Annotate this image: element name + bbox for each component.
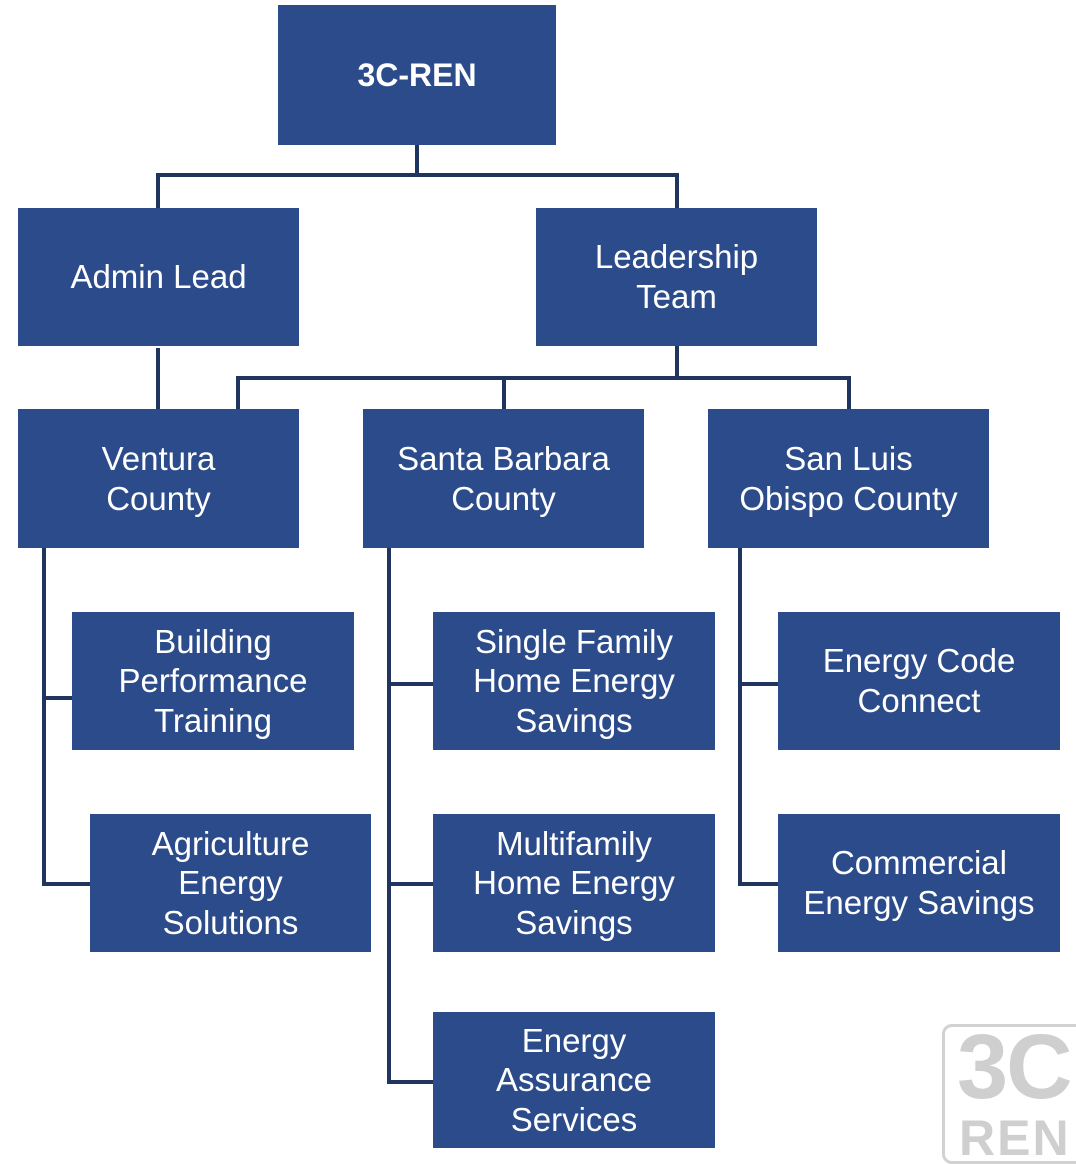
node-agriculture-energy-solutions: Agriculture Energy Solutions bbox=[90, 814, 371, 952]
node-multifamily-home-energy-savings: Multifamily Home Energy Savings bbox=[433, 814, 715, 952]
node-label-line: County bbox=[106, 479, 211, 517]
node-label-line: Commercial bbox=[830, 844, 1007, 882]
node-label-line: Performance bbox=[118, 662, 308, 700]
node-label-line: Solutions bbox=[162, 903, 299, 941]
node-label-line: Savings bbox=[515, 903, 633, 941]
node-label-line: Admin Lead bbox=[70, 258, 247, 296]
node-energy-assurance-services: Energy Assurance Services bbox=[433, 1012, 715, 1148]
node-label-line: Team bbox=[636, 278, 717, 315]
node-label-line: San Luis bbox=[784, 439, 913, 477]
node-label-line: Energy bbox=[178, 864, 283, 902]
connector-slo-programs bbox=[738, 546, 780, 886]
node-san-luis-obispo-county: San Luis Obispo County bbox=[708, 409, 989, 548]
node-3c-ren: 3C-REN bbox=[278, 5, 556, 145]
3c-ren-logo-watermark: 3C REN bbox=[942, 1024, 1076, 1164]
node-santa-barbara-county: Santa Barbara County bbox=[363, 409, 644, 548]
node-label-line: Training bbox=[153, 701, 272, 739]
connector-santa-barbara-programs bbox=[387, 546, 435, 1084]
node-label-line: Building bbox=[154, 622, 272, 660]
node-label-line: Ventura bbox=[101, 439, 216, 477]
logo-text-3c: 3C bbox=[957, 1024, 1073, 1118]
node-label-line: County bbox=[451, 479, 556, 517]
logo-text-ren: REN bbox=[959, 1110, 1071, 1164]
node-label-line: Assurance bbox=[496, 1061, 652, 1099]
node-energy-code-connect: Energy Code Connect bbox=[778, 612, 1060, 750]
node-label-line: Leadership bbox=[594, 238, 759, 276]
node-commercial-energy-savings: Commercial Energy Savings bbox=[778, 814, 1060, 952]
node-label-line: Home Energy bbox=[473, 864, 675, 902]
node-label-line: Energy bbox=[521, 1021, 627, 1059]
node-ventura-county: Ventura County bbox=[18, 409, 299, 548]
node-label-line: Obispo County bbox=[739, 479, 958, 517]
connector-leadership-counties bbox=[236, 346, 851, 410]
node-single-family-home-energy-savings: Single Family Home Energy Savings bbox=[433, 612, 715, 750]
node-label-line: Home Energy bbox=[473, 662, 675, 700]
node-label-line: Services bbox=[510, 1100, 638, 1138]
node-label-line: Savings bbox=[515, 701, 633, 739]
node-label-line: Santa Barbara bbox=[397, 439, 610, 477]
node-label-line: Single Family bbox=[474, 622, 674, 660]
node-admin-lead: Admin Lead bbox=[18, 208, 299, 346]
connector-root bbox=[156, 143, 679, 210]
node-label-line: Energy Code bbox=[822, 642, 1016, 680]
node-label: 3C-REN bbox=[357, 56, 477, 93]
node-label-line: Agriculture bbox=[151, 824, 310, 862]
node-label-line: Energy Savings bbox=[803, 884, 1035, 921]
node-building-performance-training: Building Performance Training bbox=[72, 612, 354, 750]
node-leadership-team: Leadership Team bbox=[536, 208, 817, 346]
node-label-line: Connect bbox=[857, 682, 981, 719]
node-label-line: Multifamily bbox=[496, 824, 652, 862]
connector-ventura-programs bbox=[42, 546, 92, 886]
